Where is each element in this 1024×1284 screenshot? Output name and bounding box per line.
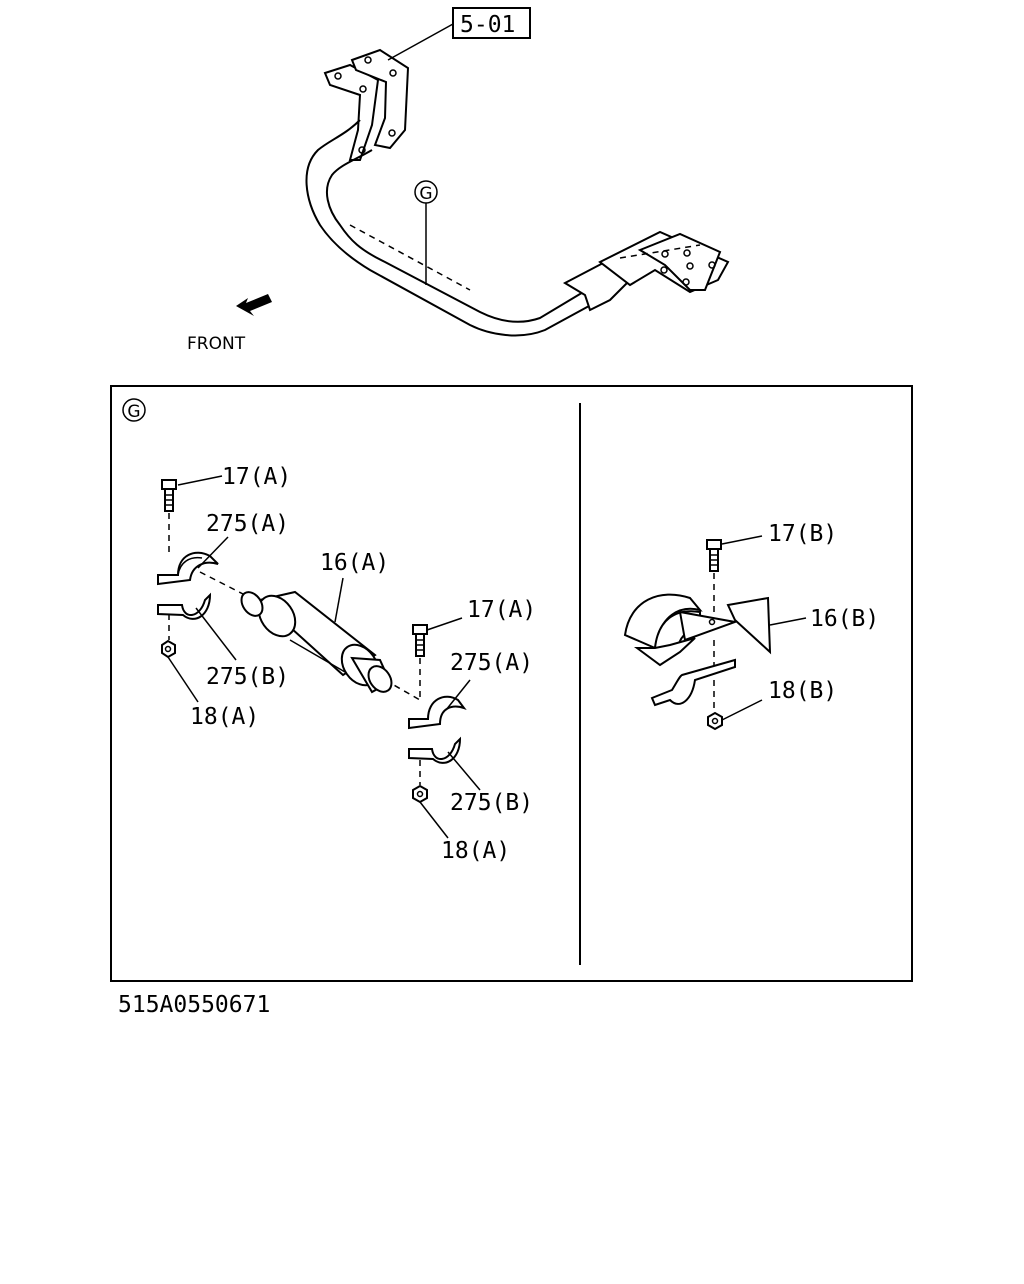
- detail-frame-marker-label: G: [127, 402, 140, 422]
- strap-b: [650, 658, 736, 707]
- type-b-assembly: [623, 535, 807, 731]
- nut-a-2: [412, 784, 428, 804]
- clamp-b-1: [157, 592, 212, 620]
- type-a-assembly: [157, 475, 481, 839]
- bushing-a: [240, 590, 393, 694]
- callout-bolt-a-1: 17(A): [222, 464, 291, 490]
- bolt-b: [706, 539, 722, 572]
- clamp-a-1: [157, 551, 219, 586]
- front-arrow-icon: [236, 294, 272, 316]
- callout-nut-b: 18(B): [768, 678, 837, 704]
- callout-clamp-b-1: 275(B): [206, 664, 289, 690]
- front-label: FRONT: [187, 334, 246, 354]
- callout-bolt-a-2: 17(A): [467, 597, 536, 623]
- callout-clamp-b-2: 275(B): [450, 790, 533, 816]
- clamp-b-2: [408, 736, 462, 764]
- callout-bar-b: 16(B): [810, 606, 879, 632]
- bushing-b: [623, 593, 772, 667]
- detail-frame-marker-circle: [122, 398, 146, 422]
- nut-a-1: [161, 639, 176, 659]
- callout-bolt-b: 17(B): [768, 521, 837, 547]
- callout-nut-a-1: 18(A): [190, 704, 259, 730]
- front-arrow: FRONT: [187, 294, 272, 354]
- detail-frame: [110, 385, 913, 982]
- bolt-a-2: [412, 624, 428, 657]
- stabilizer-bar-overview: 5-01 G: [305, 7, 730, 337]
- ref-box-label: 5-01: [460, 12, 515, 38]
- callout-clamp-a-1: 275(A): [206, 511, 289, 537]
- drawing-number: 515A0550671: [118, 992, 270, 1018]
- detail-marker-label: G: [419, 184, 432, 204]
- clamp-a-2: [408, 695, 467, 730]
- callout-nut-a-2: 18(A): [441, 838, 510, 864]
- bolt-a-1: [161, 479, 177, 512]
- callout-bar-a: 16(A): [320, 550, 389, 576]
- callout-clamp-a-2: 275(A): [450, 650, 533, 676]
- nut-b: [707, 711, 723, 731]
- ref-box: [452, 7, 531, 39]
